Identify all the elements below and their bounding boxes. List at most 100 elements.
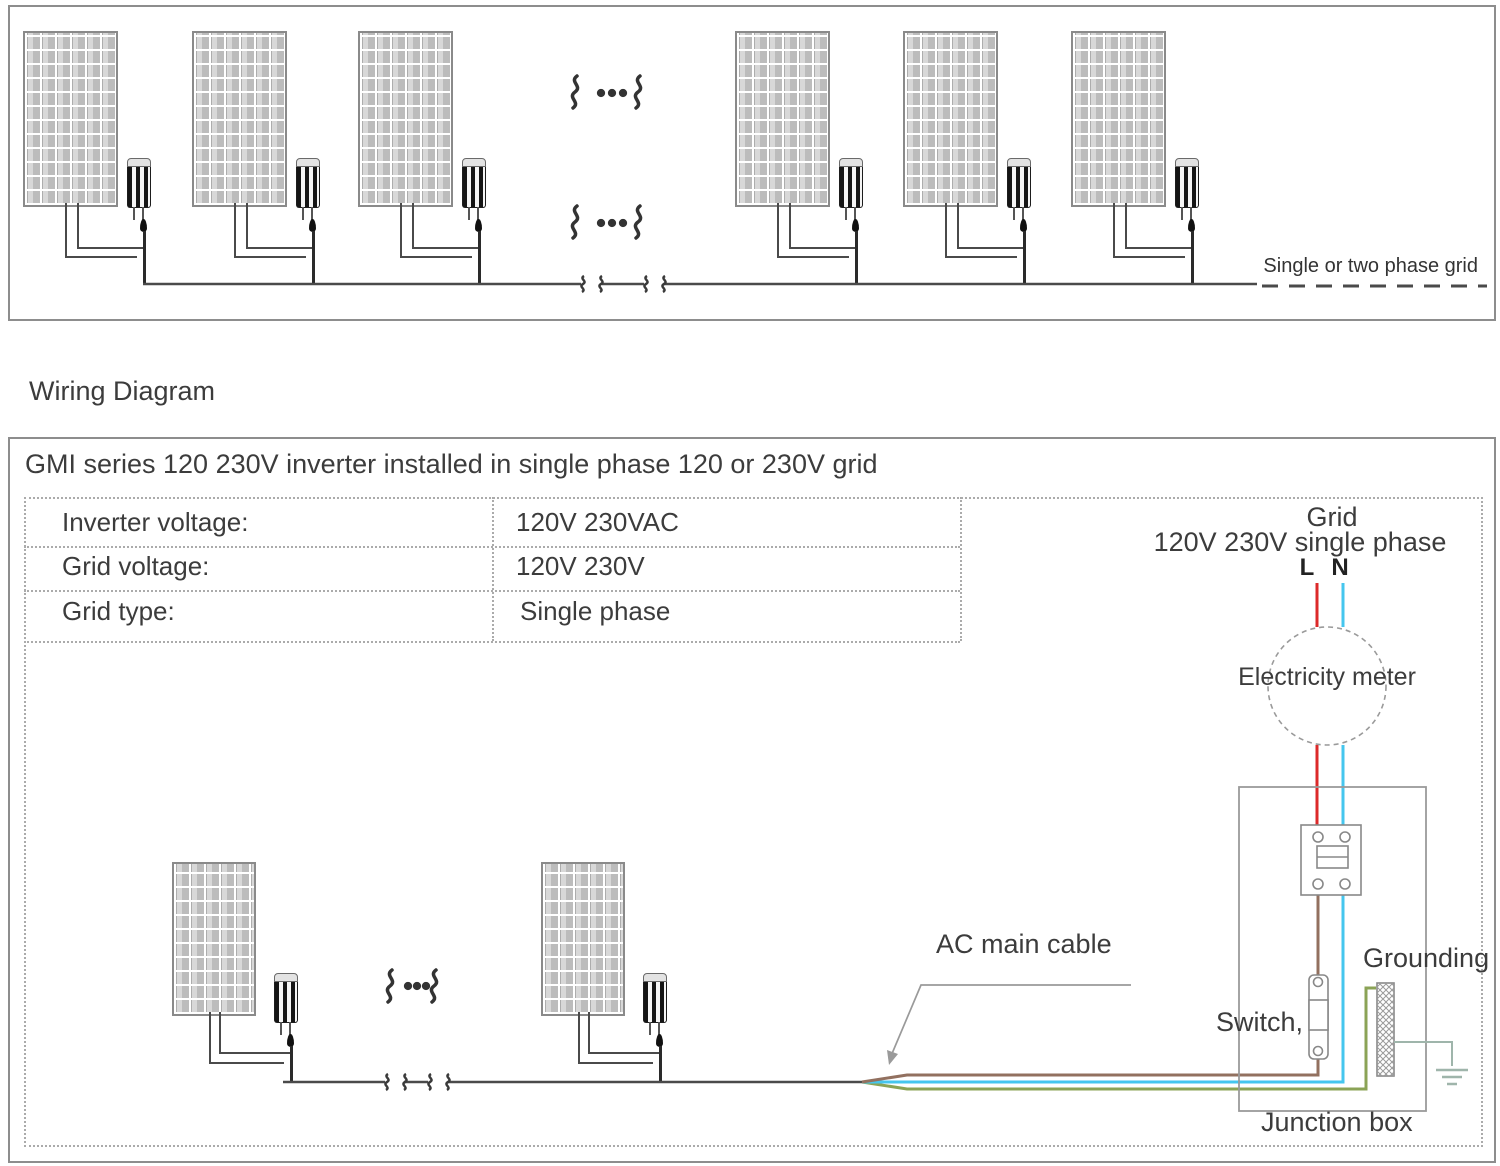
inverter-connector xyxy=(311,207,313,220)
panel-dc-wire-outer xyxy=(1113,203,1185,258)
inverter-body xyxy=(296,167,320,208)
electricity-meter-label: Electricity meter xyxy=(1238,663,1416,691)
micro-inverter xyxy=(643,973,667,1047)
table-column-divider xyxy=(492,497,494,641)
table-label-inverter-voltage: Inverter voltage: xyxy=(62,507,249,537)
page-heading: Wiring Diagram xyxy=(29,376,216,406)
table-bottom-border xyxy=(24,641,960,643)
table-value-grid-type: Single phase xyxy=(520,596,671,626)
panel-dc-wire-outer xyxy=(777,203,849,258)
inverter-body xyxy=(127,167,151,208)
micro-inverter xyxy=(1175,158,1199,232)
micro-inverter xyxy=(274,973,298,1047)
inverter-connector xyxy=(649,1022,651,1035)
inverter-cap xyxy=(643,973,667,982)
inverter-ac-drop-wire xyxy=(1191,231,1194,284)
panel-dc-wire-outer xyxy=(234,203,306,258)
panel-dc-wire-inner xyxy=(246,203,312,249)
table-right-border xyxy=(960,497,962,641)
inverter-cap xyxy=(839,158,863,167)
inverter-cap xyxy=(127,158,151,167)
solar-panel xyxy=(903,31,998,207)
panel-dc-wire-outer xyxy=(209,1012,284,1064)
micro-inverter xyxy=(462,158,486,232)
micro-inverter xyxy=(296,158,320,232)
inverter-body xyxy=(643,982,667,1023)
solar-panel xyxy=(23,31,118,207)
panel-dc-wire-outer xyxy=(400,203,472,258)
ac-connector-plug xyxy=(1020,219,1027,232)
panel-dc-wire-inner xyxy=(789,203,855,249)
inverter-connector xyxy=(845,207,847,220)
inverter-cap xyxy=(1007,158,1031,167)
inverter-cap xyxy=(274,973,298,982)
table-value-grid-voltage: 120V 230V xyxy=(516,551,645,581)
ac-connector-plug xyxy=(475,219,482,232)
inverter-body xyxy=(839,167,863,208)
diagram-dotted-area xyxy=(24,497,1483,1147)
ac-connector-plug xyxy=(1188,219,1195,232)
inverter-connector xyxy=(1190,207,1192,220)
inverter-ac-drop-wire xyxy=(659,1046,662,1082)
ac-connector-plug xyxy=(309,219,316,232)
inverter-ac-drop-wire xyxy=(1023,231,1026,284)
inverter-connector xyxy=(289,1022,291,1035)
table-row-divider-1 xyxy=(24,546,960,548)
inverter-cap xyxy=(296,158,320,167)
inverter-connector xyxy=(854,207,856,220)
inverter-connector xyxy=(1181,207,1183,220)
panel-dc-wire-inner xyxy=(1125,203,1191,249)
panel-dc-wire-outer xyxy=(578,1012,653,1064)
inverter-connector xyxy=(133,207,135,220)
grounding-label: Grounding xyxy=(1363,943,1490,973)
micro-inverter xyxy=(1007,158,1031,232)
panel-dc-wire-inner xyxy=(219,1012,290,1054)
solar-panel xyxy=(735,31,830,207)
ac-connector-plug xyxy=(140,219,147,232)
panel-dc-wire-inner xyxy=(412,203,478,249)
inverter-ac-drop-wire xyxy=(312,231,315,284)
inverter-ac-drop-wire xyxy=(143,231,146,284)
inverter-body xyxy=(1007,167,1031,208)
inverter-connector xyxy=(280,1022,282,1035)
solar-panel xyxy=(541,862,625,1016)
inverter-ac-drop-wire xyxy=(855,231,858,284)
inverter-ac-drop-wire xyxy=(478,231,481,284)
inverter-cap xyxy=(1175,158,1199,167)
junction-box-label: Junction box xyxy=(1261,1107,1413,1137)
ac-main-cable-label: AC main cable xyxy=(936,929,1112,959)
micro-inverter xyxy=(127,158,151,232)
solar-panel xyxy=(1071,31,1166,207)
inverter-connector xyxy=(468,207,470,220)
inverter-connector xyxy=(1013,207,1015,220)
table-label-grid-voltage: Grid voltage: xyxy=(62,551,210,581)
inverter-connector xyxy=(142,207,144,220)
panel-dc-wire-inner xyxy=(77,203,143,249)
inverter-cap xyxy=(462,158,486,167)
inverter-connector xyxy=(302,207,304,220)
line-conductor-label: L xyxy=(1299,554,1315,581)
inverter-connector xyxy=(477,207,479,220)
inverter-body xyxy=(462,167,486,208)
inverter-body xyxy=(274,982,298,1023)
ac-connector-plug xyxy=(852,219,859,232)
solar-panel xyxy=(192,31,287,207)
table-value-inverter-voltage: 120V 230VAC xyxy=(516,507,679,537)
top-grid-label: Single or two phase grid xyxy=(1263,255,1478,277)
inverter-body xyxy=(1175,167,1199,208)
inverter-connector xyxy=(658,1022,660,1035)
switch-label: Switch, xyxy=(1215,1007,1303,1037)
ac-connector-plug xyxy=(287,1034,294,1047)
solar-panel xyxy=(172,862,256,1016)
ac-connector-plug xyxy=(656,1034,663,1047)
inverter-connector xyxy=(1022,207,1024,220)
micro-inverter xyxy=(839,158,863,232)
table-row-divider-2 xyxy=(24,590,960,592)
grid-title: Grid xyxy=(1306,502,1358,532)
grid-subtitle: 120V 230V single phase xyxy=(1153,527,1447,557)
neutral-conductor-label: N xyxy=(1331,554,1349,581)
panel-dc-wire-outer xyxy=(945,203,1017,258)
solar-panel xyxy=(358,31,453,207)
panel-dc-wire-outer xyxy=(65,203,137,258)
